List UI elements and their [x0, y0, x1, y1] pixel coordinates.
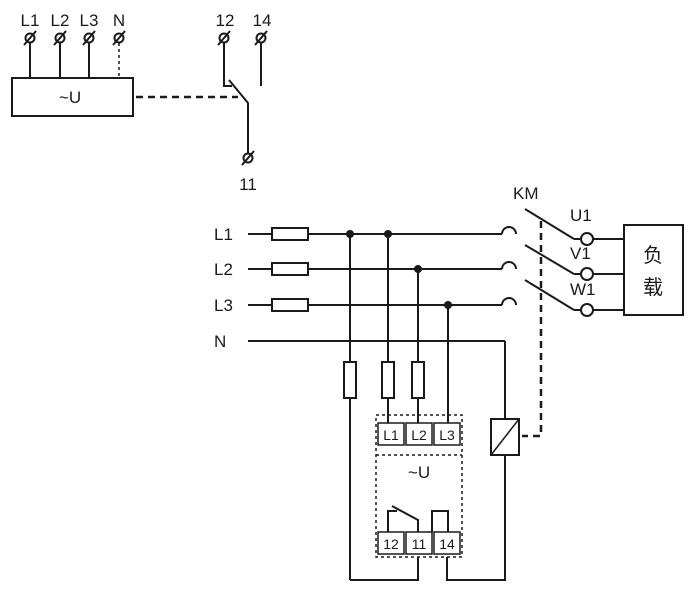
- module-changeover-contact: [387, 505, 449, 532]
- changeover-contact: [223, 43, 262, 153]
- output-label-u1: U1: [570, 206, 592, 225]
- module-contact-14: 14: [439, 536, 455, 552]
- output-label-v1: V1: [570, 244, 591, 263]
- load-box: [623, 224, 684, 316]
- module-label: ~U: [408, 463, 430, 482]
- module-input-l3: L3: [439, 427, 455, 443]
- module-contacts: [377, 531, 461, 555]
- output-terminal-icon: [580, 232, 594, 317]
- terminal-screw-icon: [217, 30, 268, 166]
- wiring-circuit: L1 L2 L3 N: [214, 184, 684, 581]
- output-label-w1: W1: [570, 280, 596, 299]
- contact-label-12: 12: [216, 11, 235, 30]
- module-input-l2: L2: [411, 427, 427, 443]
- phase-label-l1: L1: [214, 225, 233, 244]
- contactor-main-contacts: [501, 208, 575, 311]
- contactor-label: KM: [513, 184, 539, 203]
- terminal-label-n: N: [113, 11, 125, 30]
- neutral-label: N: [214, 332, 226, 351]
- contactor-coil: [490, 418, 520, 456]
- contact-label-14: 14: [253, 11, 272, 30]
- phase-label-l2: L2: [214, 260, 233, 279]
- terminal-label-l1: L1: [21, 11, 40, 30]
- relay-symbol: L1 L2 L3 N ~U 12 14 11: [11, 11, 272, 194]
- module-inputs: [377, 413, 461, 446]
- module-contact-12: 12: [383, 536, 399, 552]
- contact-label-11: 11: [239, 175, 257, 194]
- module-input-l1: L1: [383, 427, 399, 443]
- load-label-bottom: 载: [643, 275, 663, 299]
- terminal-label-l2: L2: [51, 11, 70, 30]
- phase-label-l3: L3: [214, 296, 233, 315]
- module-contact-11: 11: [412, 536, 427, 552]
- relay-box: [11, 77, 134, 117]
- fuse-icon: [271, 227, 309, 312]
- relay-box-label: ~U: [59, 88, 81, 107]
- load-label-top: 负: [643, 243, 663, 267]
- terminal-label-l3: L3: [80, 11, 99, 30]
- terminal-screw-icon: [23, 30, 126, 46]
- fuse-icon: [343, 361, 425, 399]
